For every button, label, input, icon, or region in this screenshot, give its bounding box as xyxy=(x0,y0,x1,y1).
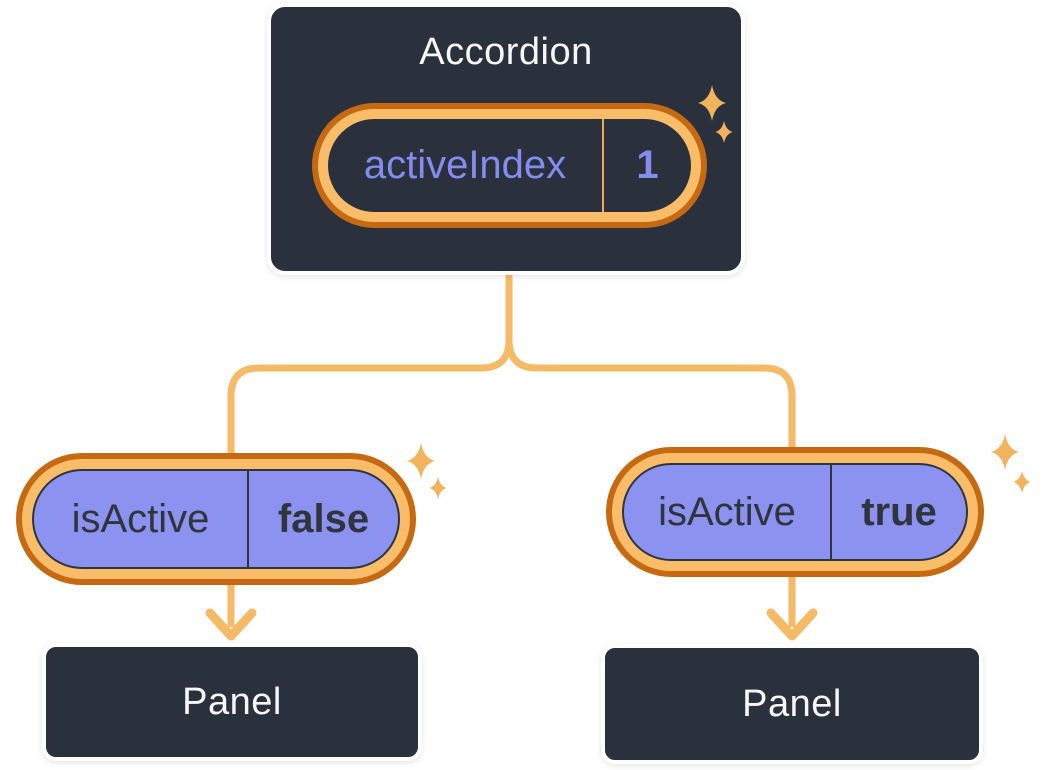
accordion-node: Accordion activeIndex 1 xyxy=(267,3,745,275)
sparkle-icon-top-small xyxy=(715,121,733,143)
prop-pill-right: isActive true xyxy=(606,447,984,577)
prop-pill-left: isActive false xyxy=(16,453,416,585)
prop-name-left: isActive xyxy=(71,496,210,541)
panel-node-left: Panel xyxy=(42,643,422,761)
arrow-down-icon-right xyxy=(766,608,818,641)
tree-branch-right xyxy=(505,270,796,627)
prop-pill-left-core: isActive false xyxy=(32,469,400,569)
sparkle-icon-left-large xyxy=(407,443,435,479)
arrow-down-icon-left xyxy=(205,608,257,641)
state-pill-ring: activeIndex 1 xyxy=(318,109,701,222)
sparkle-icon-right-large xyxy=(991,434,1019,470)
prop-pill-left-ring: isActive false xyxy=(22,459,410,579)
state-pill-core: activeIndex 1 xyxy=(328,119,691,212)
prop-pill-right-ring: isActive true xyxy=(612,453,978,571)
state-name: activeIndex xyxy=(363,143,567,187)
prop-pill-right-core: isActive true xyxy=(622,463,968,561)
sparkle-icon-left-small xyxy=(429,477,447,499)
state-pill: activeIndex 1 xyxy=(312,103,707,228)
prop-name-right: isActive xyxy=(658,489,796,534)
prop-value-left: false xyxy=(247,471,398,567)
panel-label-left: Panel xyxy=(182,680,282,723)
accordion-title: Accordion xyxy=(419,31,593,73)
state-value: 1 xyxy=(602,119,691,212)
panel-label-right: Panel xyxy=(742,682,842,725)
prop-value-right: true xyxy=(830,465,966,559)
sparkle-icon-right-small xyxy=(1013,471,1031,493)
panel-node-right: Panel xyxy=(601,644,983,764)
sparkle-icon-top-large xyxy=(698,85,726,121)
